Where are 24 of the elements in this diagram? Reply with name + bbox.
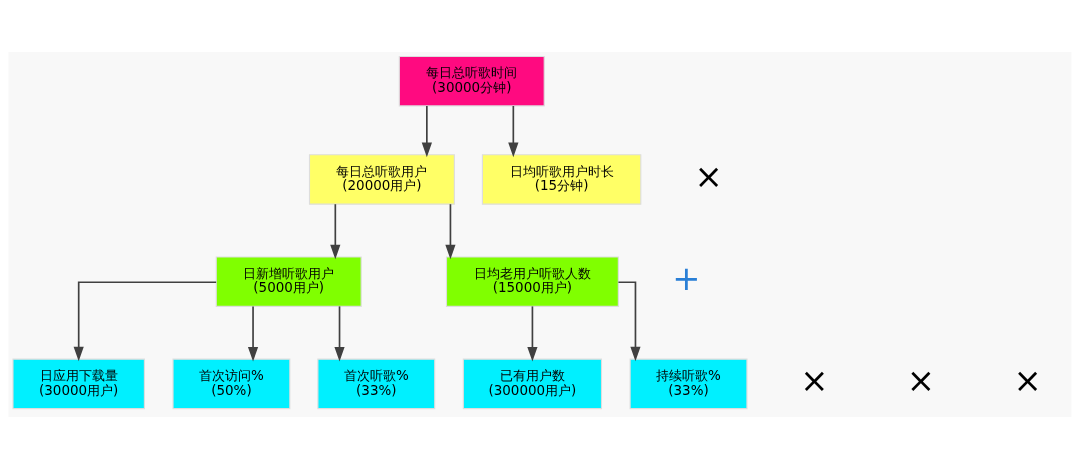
node-box: 持续听歌% (33%)	[629, 358, 748, 409]
arrow	[330, 202, 341, 259]
label: ×	[1013, 360, 1042, 400]
node-box: 每日总听歌时间 (30000分钟)	[398, 55, 545, 106]
node-box: 首次听歌% (33%)	[317, 358, 436, 409]
arrow	[73, 280, 217, 361]
label: ×	[906, 360, 936, 400]
arrow	[527, 305, 538, 362]
node-box: 日均老用户听歌人数 (15000用户)	[445, 255, 619, 307]
arrow	[445, 202, 456, 259]
arrow	[617, 280, 641, 361]
node-box: 每日总听歌用户 (20000用户)	[308, 153, 455, 205]
arrow	[247, 305, 259, 362]
label: ×	[694, 156, 723, 196]
node-box: 首次访问% (50%)	[172, 358, 291, 409]
label: +	[672, 258, 701, 298]
node-box: 日均听歌用户时长 (15分钟)	[481, 153, 642, 205]
node-box: 日新增听歌用户 (5000用户)	[215, 255, 362, 307]
arrow	[421, 104, 432, 157]
node-box: 已有用户数 (300000用户)	[462, 358, 603, 409]
node-box: 日应用下载量 (30000用户)	[12, 358, 145, 409]
arrow	[508, 104, 519, 157]
label: ×	[800, 360, 829, 400]
arrow	[334, 305, 345, 362]
